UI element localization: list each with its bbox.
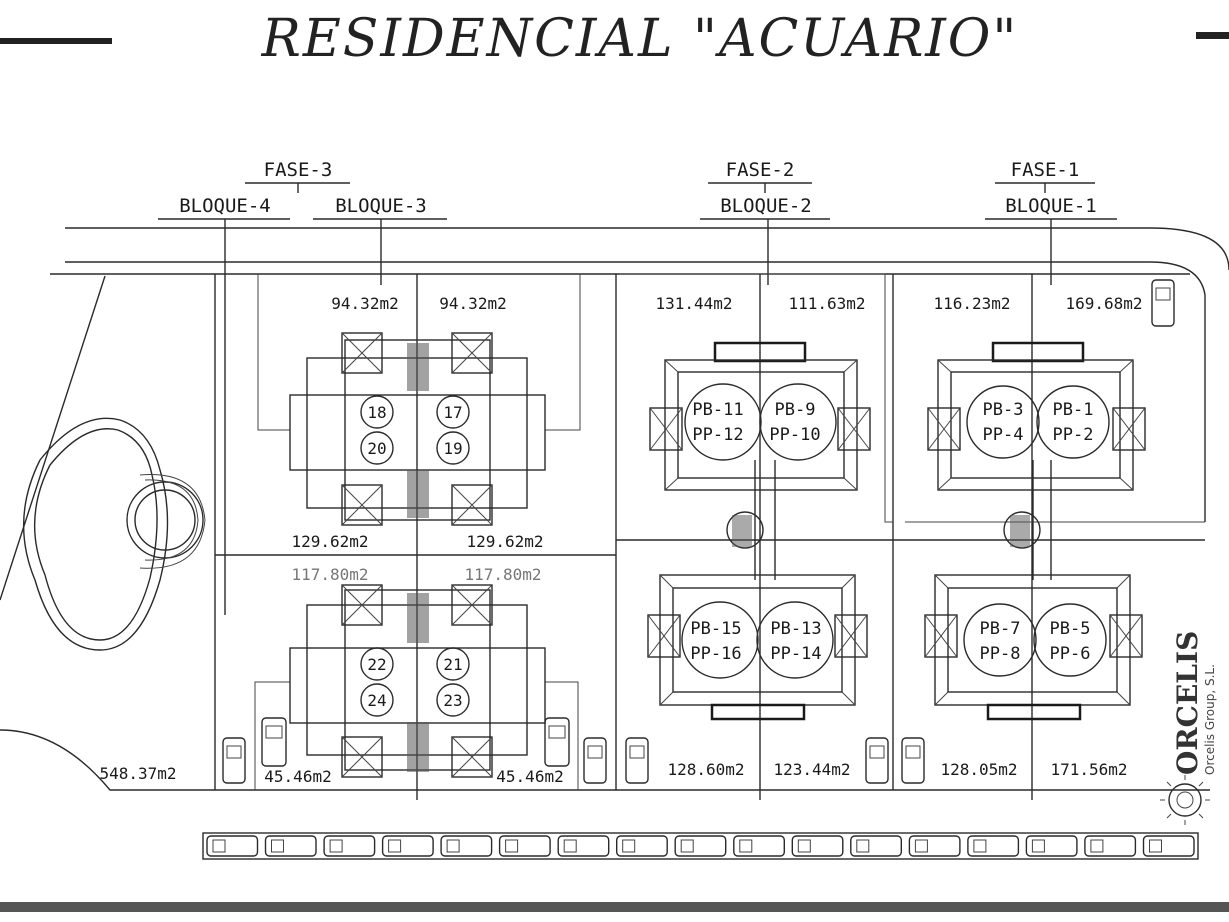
- area-b4-top-right: 117.80m2: [464, 565, 541, 584]
- area-b3-top-left: 94.32m2: [331, 294, 398, 313]
- parking-stall-car: [206, 835, 259, 857]
- parking-stall-window: [212, 839, 226, 853]
- parking-stall-car: [498, 835, 551, 857]
- phase-3-label: FASE-3: [264, 159, 333, 181]
- area-b1-top-left: 116.23m2: [933, 294, 1010, 313]
- parking-stall-window: [1090, 839, 1104, 853]
- unit-pb-7: PB-7: [980, 619, 1021, 639]
- unit-17: 17: [443, 403, 462, 422]
- parking-stall-car: [323, 835, 376, 857]
- parking-stall-window: [446, 839, 460, 853]
- area-b4-bottom-right: 45.46m2: [496, 767, 563, 786]
- area-b2-top-right: 111.63m2: [788, 294, 865, 313]
- parking-stall-car: [791, 835, 844, 857]
- parking-stall-car: [967, 835, 1020, 857]
- area-b4-bottom-left: 45.46m2: [264, 767, 331, 786]
- block-2-top-building: [649, 341, 871, 491]
- area-b2-bottom-left: 128.60m2: [667, 760, 744, 779]
- parking-stall-car: [1025, 835, 1078, 857]
- parking-stall-car: [850, 835, 902, 857]
- area-pool: 548.37m2: [99, 764, 176, 783]
- parking-stall-window: [271, 839, 284, 853]
- parking-stall-window: [914, 839, 928, 853]
- parking-stall-window: [1031, 839, 1045, 853]
- unit-pp-10: PP-10: [769, 425, 820, 445]
- plan-title: RESIDENCIAL "ACUARIO": [261, 9, 1019, 69]
- parked-cars-vertical: [222, 279, 1175, 784]
- unit-24: 24: [367, 691, 386, 710]
- unit-pp-14: PP-14: [770, 644, 821, 664]
- unit-19: 19: [443, 439, 462, 458]
- parking-stall-car: [616, 835, 668, 857]
- block-1-bottom-building: [924, 574, 1143, 721]
- unit-pb-3: PB-3: [983, 400, 1024, 420]
- unit-23: 23: [443, 691, 462, 710]
- unit-pp-12: PP-12: [692, 425, 743, 445]
- unit-pp-4: PP-4: [983, 425, 1024, 445]
- block-3-building: [289, 332, 546, 526]
- footer-bar: [0, 902, 1229, 912]
- parking-stall-window: [973, 839, 987, 853]
- unit-pb-13: PB-13: [770, 619, 821, 639]
- parking-stall-window: [388, 839, 402, 853]
- parking-stall-window: [856, 839, 870, 853]
- parking-stall-car: [733, 835, 785, 857]
- parking-stall-window: [680, 839, 694, 853]
- parking-stall-window: [1149, 839, 1162, 853]
- parking-stall-window: [622, 839, 636, 853]
- area-b1-bottom-right: 171.56m2: [1050, 760, 1127, 779]
- phase-2-label: FASE-2: [726, 159, 795, 181]
- phase-1-label: FASE-1: [1011, 159, 1080, 181]
- area-b3-top-right: 94.32m2: [439, 294, 506, 313]
- block-4-label: BLOQUE-4: [179, 195, 271, 217]
- area-b4-top-left: 117.80m2: [291, 565, 368, 584]
- header-bar-right: [1196, 32, 1229, 39]
- header-bar-left: [0, 38, 112, 44]
- unit-18: 18: [367, 403, 386, 422]
- unit-pb-11: PB-11: [692, 400, 743, 420]
- unit-pp-6: PP-6: [1050, 644, 1091, 664]
- parking-stall-car: [264, 835, 317, 857]
- pool-area: [23, 417, 206, 651]
- unit-pb-9: PB-9: [775, 400, 816, 420]
- unit-pp-2: PP-2: [1053, 425, 1094, 445]
- orcelis-logo-subtitle: Orcelis Group, S.L.: [1203, 664, 1217, 775]
- area-b3-bottom-left: 129.62m2: [291, 532, 368, 551]
- unit-pb-1: PB-1: [1053, 400, 1094, 420]
- block-1-label: BLOQUE-1: [1005, 195, 1097, 217]
- parking-stall-car: [1142, 835, 1195, 857]
- parking-stall-car: [440, 835, 493, 857]
- area-b1-top-right: 169.68m2: [1065, 294, 1142, 313]
- parking-stall-car: [557, 835, 610, 857]
- parking-stall-window: [739, 839, 753, 853]
- block-1-top-building: [927, 341, 1146, 491]
- parking-stall-window: [563, 839, 577, 853]
- unit-21: 21: [443, 655, 462, 674]
- parking-row: [202, 832, 1199, 860]
- unit-20: 20: [367, 439, 386, 458]
- unit-pp-8: PP-8: [980, 644, 1021, 664]
- parking-stall-car: [381, 835, 434, 857]
- block-2-bottom-building: [647, 574, 868, 721]
- area-b3-bottom-right: 129.62m2: [466, 532, 543, 551]
- parking-stall-window: [329, 839, 343, 853]
- parking-stall-window: [505, 839, 519, 853]
- parking-stall-car: [908, 835, 961, 857]
- block-2-label: BLOQUE-2: [720, 195, 812, 217]
- area-b1-bottom-left: 128.05m2: [940, 760, 1017, 779]
- unit-pb-5: PB-5: [1050, 619, 1091, 639]
- orcelis-logo-text: ORCELIS: [1171, 631, 1204, 775]
- area-b2-bottom-right: 123.44m2: [773, 760, 850, 779]
- unit-pp-16: PP-16: [690, 644, 741, 664]
- area-b2-top-left: 131.44m2: [655, 294, 732, 313]
- block-3-label: BLOQUE-3: [335, 195, 427, 217]
- orcelis-logo: [1160, 775, 1210, 825]
- block-4-building: [289, 584, 546, 778]
- parking-stall-car: [674, 835, 727, 857]
- unit-22: 22: [367, 655, 386, 674]
- parking-stall-window: [797, 839, 811, 853]
- parking-stall-car: [1084, 835, 1137, 857]
- unit-pb-15: PB-15: [690, 619, 741, 639]
